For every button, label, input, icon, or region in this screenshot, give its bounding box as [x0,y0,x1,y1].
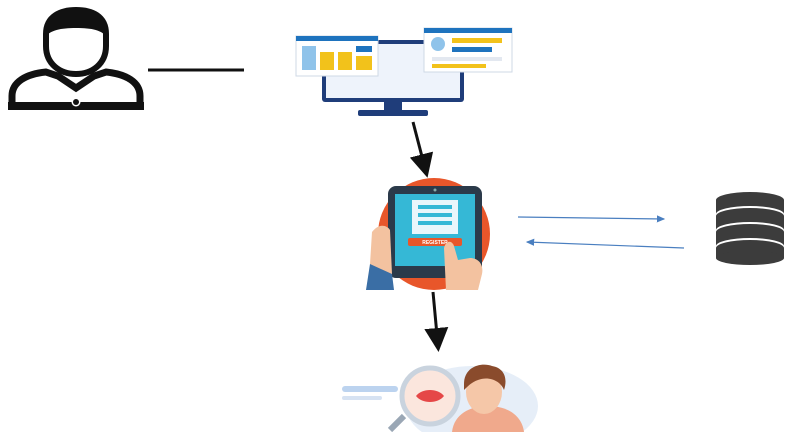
database-node [708,190,792,266]
computer-dashboard-icon [295,27,513,116]
register-button-label: REGISTER [422,240,448,246]
edge-database-to-tablet [525,238,685,249]
edge-computer-to-tablet [409,121,434,178]
computer-node [286,10,526,128]
tablet-node: REGISTER [348,178,520,290]
database-icon [716,192,784,265]
user-node [6,6,146,114]
edge-tablet-to-database [517,215,666,223]
edge-tablet-to-face [424,291,449,352]
face-scan-icon [342,364,538,437]
face-node [332,356,542,437]
user-icon [8,6,144,114]
tablet-register-icon: REGISTER [366,178,490,290]
